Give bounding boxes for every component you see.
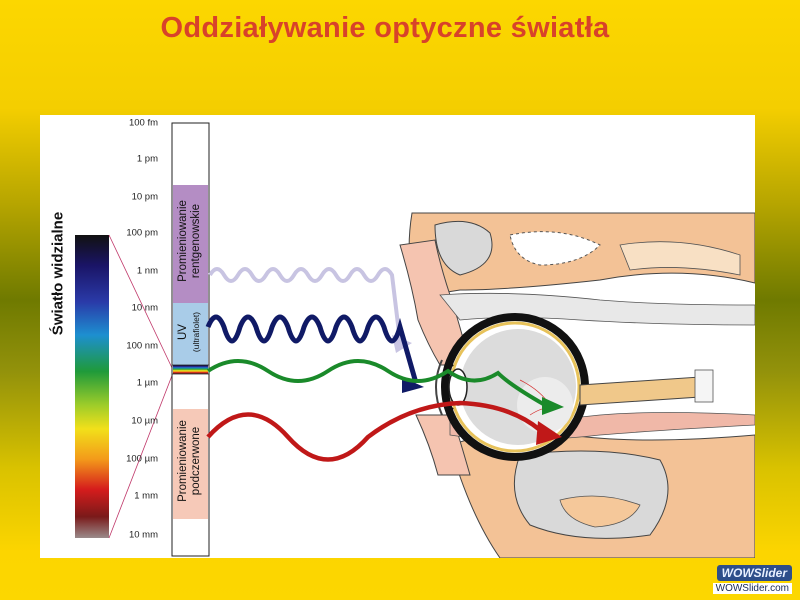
watermark-url: WOWSlider.com (712, 583, 792, 594)
ir-band (173, 409, 208, 519)
ir-label-line2: podczerwone (190, 426, 202, 496)
slide-title: Oddziaływanie optyczne światła (160, 12, 610, 44)
tick-label: 10 nm (131, 302, 158, 314)
uv-label-line1: UV (177, 324, 189, 340)
tick-label: 100 µm (126, 453, 158, 465)
watermark-logo: WOWSlider (716, 565, 792, 581)
visible-wave (206, 359, 546, 407)
tick-label: 1 µm (136, 377, 158, 389)
tick-label: 1 mm (134, 490, 158, 502)
visible-light-label: Światło widzialne (49, 211, 67, 336)
cornea (435, 359, 443, 416)
uv-band-label: UV (ultrafiolet) (177, 301, 203, 363)
visible-band-strip (173, 365, 208, 374)
ir-band-label: Promieniowanie podczerwone (177, 406, 203, 516)
xray-wave (208, 267, 402, 342)
uv-band (173, 303, 208, 365)
ir-label-line1: Promieniowanie (177, 420, 189, 502)
xray-label-line2: rentgenowskie (190, 203, 202, 279)
uv-wave (205, 314, 419, 384)
tick-label: 1 pm (136, 153, 158, 165)
connector-top (108, 234, 174, 371)
xray-band-label: Promieniowanie rentgenowskie (177, 182, 203, 300)
tick-label: 10 pm (131, 191, 158, 203)
tick-label: 100 pm (126, 227, 158, 239)
tick-label: 100 fm (128, 117, 158, 129)
eye-spectrum-diagram (75, 122, 755, 558)
tick-label: 10 µm (131, 415, 158, 427)
uv-label-line2: (ultrafiolet) (191, 311, 201, 353)
diagram-panel: 100 fm 1 pm 10 pm 100 pm 1 nm 10 nm 100 … (40, 115, 755, 558)
connector-bottom (108, 372, 174, 539)
visible-spectrum-bar (75, 235, 109, 538)
tick-label: 100 nm (126, 340, 158, 352)
xray-label-line1: Promieniowanie (177, 200, 189, 282)
xray-band (173, 185, 208, 303)
watermark: WOWSlider WOWSlider.com (712, 564, 792, 594)
tick-label: 1 nm (136, 265, 158, 277)
ir-wave (206, 400, 542, 462)
tick-label: 10 mm (128, 529, 158, 541)
optic-nerve (579, 376, 701, 406)
